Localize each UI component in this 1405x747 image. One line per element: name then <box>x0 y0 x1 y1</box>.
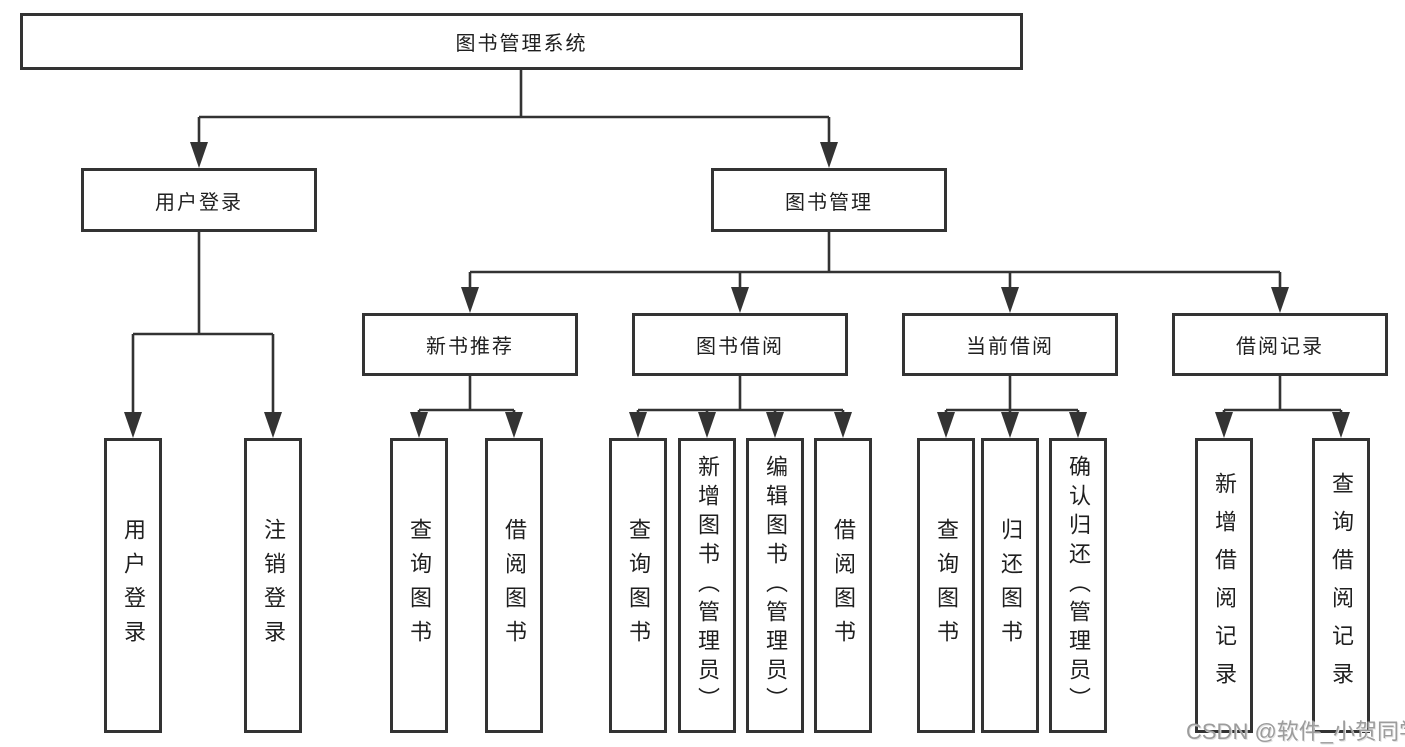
node-label: 查询图书 <box>626 517 651 654</box>
arrowhead-icon <box>1069 412 1087 438</box>
leaf-confirm-return-admin: 确认归还（管理员） <box>1049 438 1107 733</box>
node-label: 新增借阅记录 <box>1212 471 1237 700</box>
arrowhead-icon <box>1001 412 1019 438</box>
node-label: 借阅图书 <box>831 517 856 654</box>
node-label: 借阅记录 <box>1236 336 1324 358</box>
arrowhead-icon <box>264 412 282 438</box>
arrowhead-icon <box>1332 412 1350 438</box>
node-borrowing-records: 借阅记录 <box>1172 313 1388 376</box>
arrowhead-icon <box>629 412 647 438</box>
node-book-management: 图书管理 <box>711 168 947 232</box>
leaf-return-books: 归还图书 <box>981 438 1039 733</box>
leaf-user-login: 用户登录 <box>104 438 162 733</box>
node-library-management-system: 图书管理系统 <box>20 13 1023 70</box>
leaf-borrow-books-recommend: 借阅图书 <box>485 438 543 733</box>
node-label: 新增图书（管理员） <box>695 455 720 716</box>
arrowhead-icon <box>937 412 955 438</box>
node-new-book-recommend: 新书推荐 <box>362 313 578 376</box>
arrowhead-icon <box>1001 287 1019 313</box>
arrowhead-icon <box>461 287 479 313</box>
arrowhead-icon <box>505 412 523 438</box>
node-current-borrowing: 当前借阅 <box>902 313 1118 376</box>
node-label: 查询图书 <box>407 517 432 654</box>
node-label: 注销登录 <box>261 517 286 654</box>
leaf-query-borrow-record: 查询借阅记录 <box>1312 438 1370 733</box>
node-book-borrowing: 图书借阅 <box>632 313 848 376</box>
node-label: 归还图书 <box>998 517 1023 654</box>
node-label: 图书借阅 <box>696 336 784 358</box>
arrowhead-icon <box>820 142 838 168</box>
leaf-query-books-current: 查询图书 <box>917 438 975 733</box>
node-label: 用户登录 <box>121 517 146 654</box>
node-label: 确认归还（管理员） <box>1066 455 1091 716</box>
node-label: 图书管理系统 <box>455 33 588 55</box>
arrowhead-icon <box>124 412 142 438</box>
leaf-query-books-recommend: 查询图书 <box>390 438 448 733</box>
node-label: 用户登录 <box>155 191 243 214</box>
arrowhead-icon <box>766 412 784 438</box>
node-user-login: 用户登录 <box>81 168 317 232</box>
node-label: 借阅图书 <box>502 517 527 654</box>
leaf-add-book-admin: 新增图书（管理员） <box>678 438 736 733</box>
leaf-logout-login: 注销登录 <box>244 438 302 733</box>
leaf-borrow-books: 借阅图书 <box>814 438 872 733</box>
node-label: 图书管理 <box>785 191 873 214</box>
arrowhead-icon <box>731 287 749 313</box>
leaf-query-books-borrowing: 查询图书 <box>609 438 667 733</box>
csdn-watermark: CSDN @软件_小贺同学 <box>1186 719 1405 744</box>
leaf-edit-book-admin: 编辑图书（管理员） <box>746 438 804 733</box>
leaf-add-borrow-record: 新增借阅记录 <box>1195 438 1253 733</box>
arrowhead-icon <box>1215 412 1233 438</box>
arrowhead-icon <box>1271 287 1289 313</box>
node-label: 查询借阅记录 <box>1329 471 1354 700</box>
arrowhead-icon <box>410 412 428 438</box>
arrowhead-icon <box>834 412 852 438</box>
node-label: 查询图书 <box>934 517 959 654</box>
node-label: 编辑图书（管理员） <box>763 455 788 716</box>
arrowhead-icon <box>698 412 716 438</box>
node-label: 新书推荐 <box>426 336 514 358</box>
arrowhead-icon <box>190 142 208 168</box>
node-label: 当前借阅 <box>966 336 1054 358</box>
